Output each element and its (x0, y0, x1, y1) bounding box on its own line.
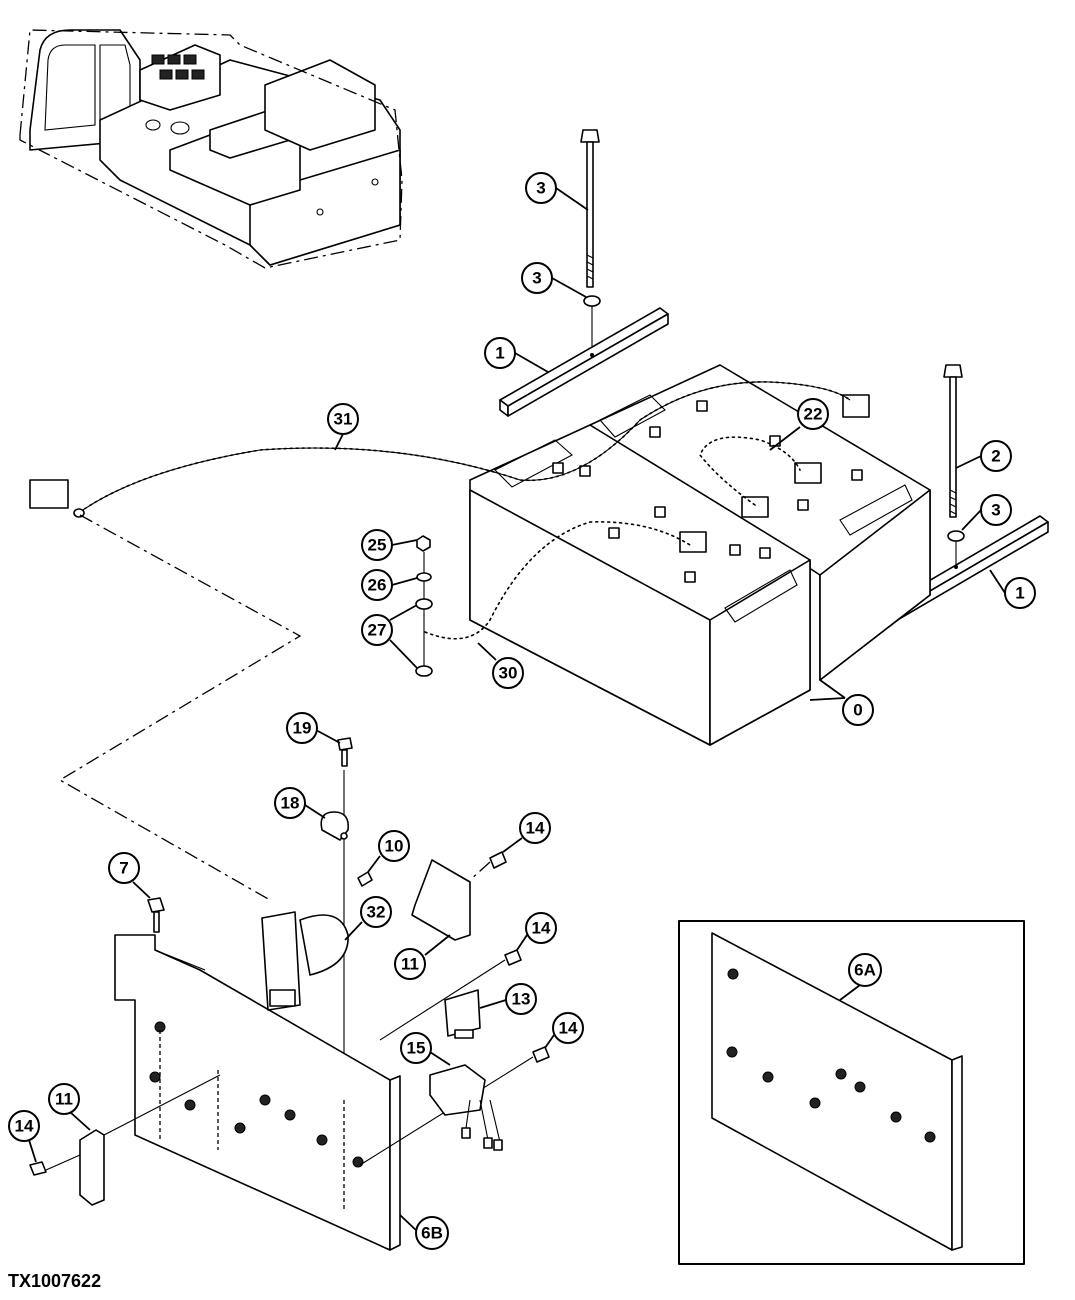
svg-text:14: 14 (15, 1117, 34, 1136)
bracket-lower-11 (79, 1129, 105, 1206)
callout-26: 26 (361, 569, 418, 601)
svg-text:14: 14 (526, 819, 545, 838)
screw-14-lower (532, 1046, 550, 1063)
bolt-19 (337, 737, 353, 767)
hardware-stack (415, 535, 433, 677)
svg-text:32: 32 (367, 903, 386, 922)
callout-2-upper: 3 (525, 172, 589, 211)
callout-14-middle: 14 (516, 912, 557, 951)
relay-13 (444, 989, 481, 1039)
callout-6b: 6B (399, 1214, 449, 1250)
callout-10: 10 (367, 830, 410, 873)
callout-13: 13 (479, 983, 537, 1015)
callout-14-lower: 14 (544, 1012, 584, 1049)
mounting-panel-6b (114, 934, 401, 1251)
svg-text:27: 27 (368, 621, 387, 640)
callout-3-upper: 3 (521, 262, 587, 298)
long-bolt-left (580, 129, 600, 288)
callout-14-upper: 14 (502, 812, 551, 853)
svg-text:25: 25 (368, 536, 387, 555)
svg-text:3: 3 (536, 179, 545, 198)
clamp-18 (320, 811, 350, 841)
svg-text:7: 7 (119, 859, 128, 878)
callout-11-upper: 11 (394, 934, 451, 980)
callout-15: 15 (400, 1032, 451, 1066)
washer-left (583, 295, 601, 307)
battery-location-highlight (151, 54, 205, 80)
svg-text:6A: 6A (854, 961, 876, 980)
svg-text:26: 26 (368, 576, 387, 595)
svg-text:2: 2 (991, 447, 1000, 466)
callout-31: 31 (327, 403, 359, 451)
battery-rear (589, 364, 931, 681)
callout-1-upper: 1 (484, 337, 549, 373)
svg-text:22: 22 (804, 405, 823, 424)
callout-19: 19 (286, 712, 341, 744)
callout-25: 25 (361, 529, 418, 561)
svg-text:14: 14 (532, 919, 551, 938)
terminal-cover (679, 531, 707, 553)
battery-vent-caps (552, 400, 863, 583)
svg-text:19: 19 (293, 719, 312, 738)
svg-text:14: 14 (559, 1019, 578, 1038)
hold-down-bar-upper (499, 307, 669, 417)
svg-text:0: 0 (853, 701, 862, 720)
callout-32: 32 (344, 896, 392, 941)
callout-7: 7 (108, 852, 151, 899)
screw-14-upper (489, 851, 507, 869)
callout-6a: 6A (839, 953, 882, 1001)
callout-27: 27 (361, 604, 418, 669)
bolt-7 (147, 897, 165, 933)
jumper-cable-22 (699, 436, 801, 506)
cable-end-cap (29, 479, 69, 509)
svg-text:31: 31 (334, 410, 353, 429)
screw-10 (357, 871, 373, 887)
mounting-panel-6a (711, 932, 963, 1251)
callout-22: 22 (769, 398, 829, 451)
figure-id-label: TX1007622 (8, 1271, 102, 1291)
callout-1-lower: 1 (989, 569, 1036, 609)
svg-text:11: 11 (55, 1090, 73, 1109)
svg-text:13: 13 (512, 990, 531, 1009)
inset-frame (678, 920, 1025, 1265)
svg-text:15: 15 (407, 1039, 426, 1058)
callout-3-lower: 3 (961, 494, 1012, 531)
long-bolt-right (943, 364, 963, 518)
callout-11-lower: 11 (48, 1083, 91, 1131)
svg-text:1: 1 (495, 344, 504, 363)
relay-15 (429, 1064, 503, 1151)
callout-30: 30 (477, 642, 524, 689)
callout-14-left: 14 (8, 1110, 40, 1163)
svg-text:3: 3 (532, 269, 541, 288)
callout-2-lower: 2 (955, 440, 1012, 472)
terminal-cover (842, 394, 870, 418)
bracket-upper-11 (411, 859, 471, 941)
terminal-cover (794, 462, 822, 484)
svg-text:11: 11 (401, 955, 419, 974)
callout-18: 18 (274, 787, 326, 819)
callout-0: 0 (809, 679, 874, 726)
screw-14-middle (504, 949, 522, 966)
controller-32 (261, 911, 349, 1011)
washer-right (947, 530, 965, 542)
svg-text:10: 10 (385, 837, 404, 856)
svg-text:18: 18 (281, 794, 300, 813)
svg-text:1: 1 (1015, 584, 1024, 603)
terminal-cover (741, 496, 769, 518)
machine-locator-illustration (19, 29, 403, 269)
ground-cable-30 (424, 521, 691, 640)
battery-front (469, 424, 811, 746)
svg-text:6B: 6B (421, 1224, 443, 1243)
svg-text:30: 30 (499, 664, 518, 683)
svg-text:3: 3 (991, 501, 1000, 520)
screw-14-lower-left (29, 1161, 47, 1176)
